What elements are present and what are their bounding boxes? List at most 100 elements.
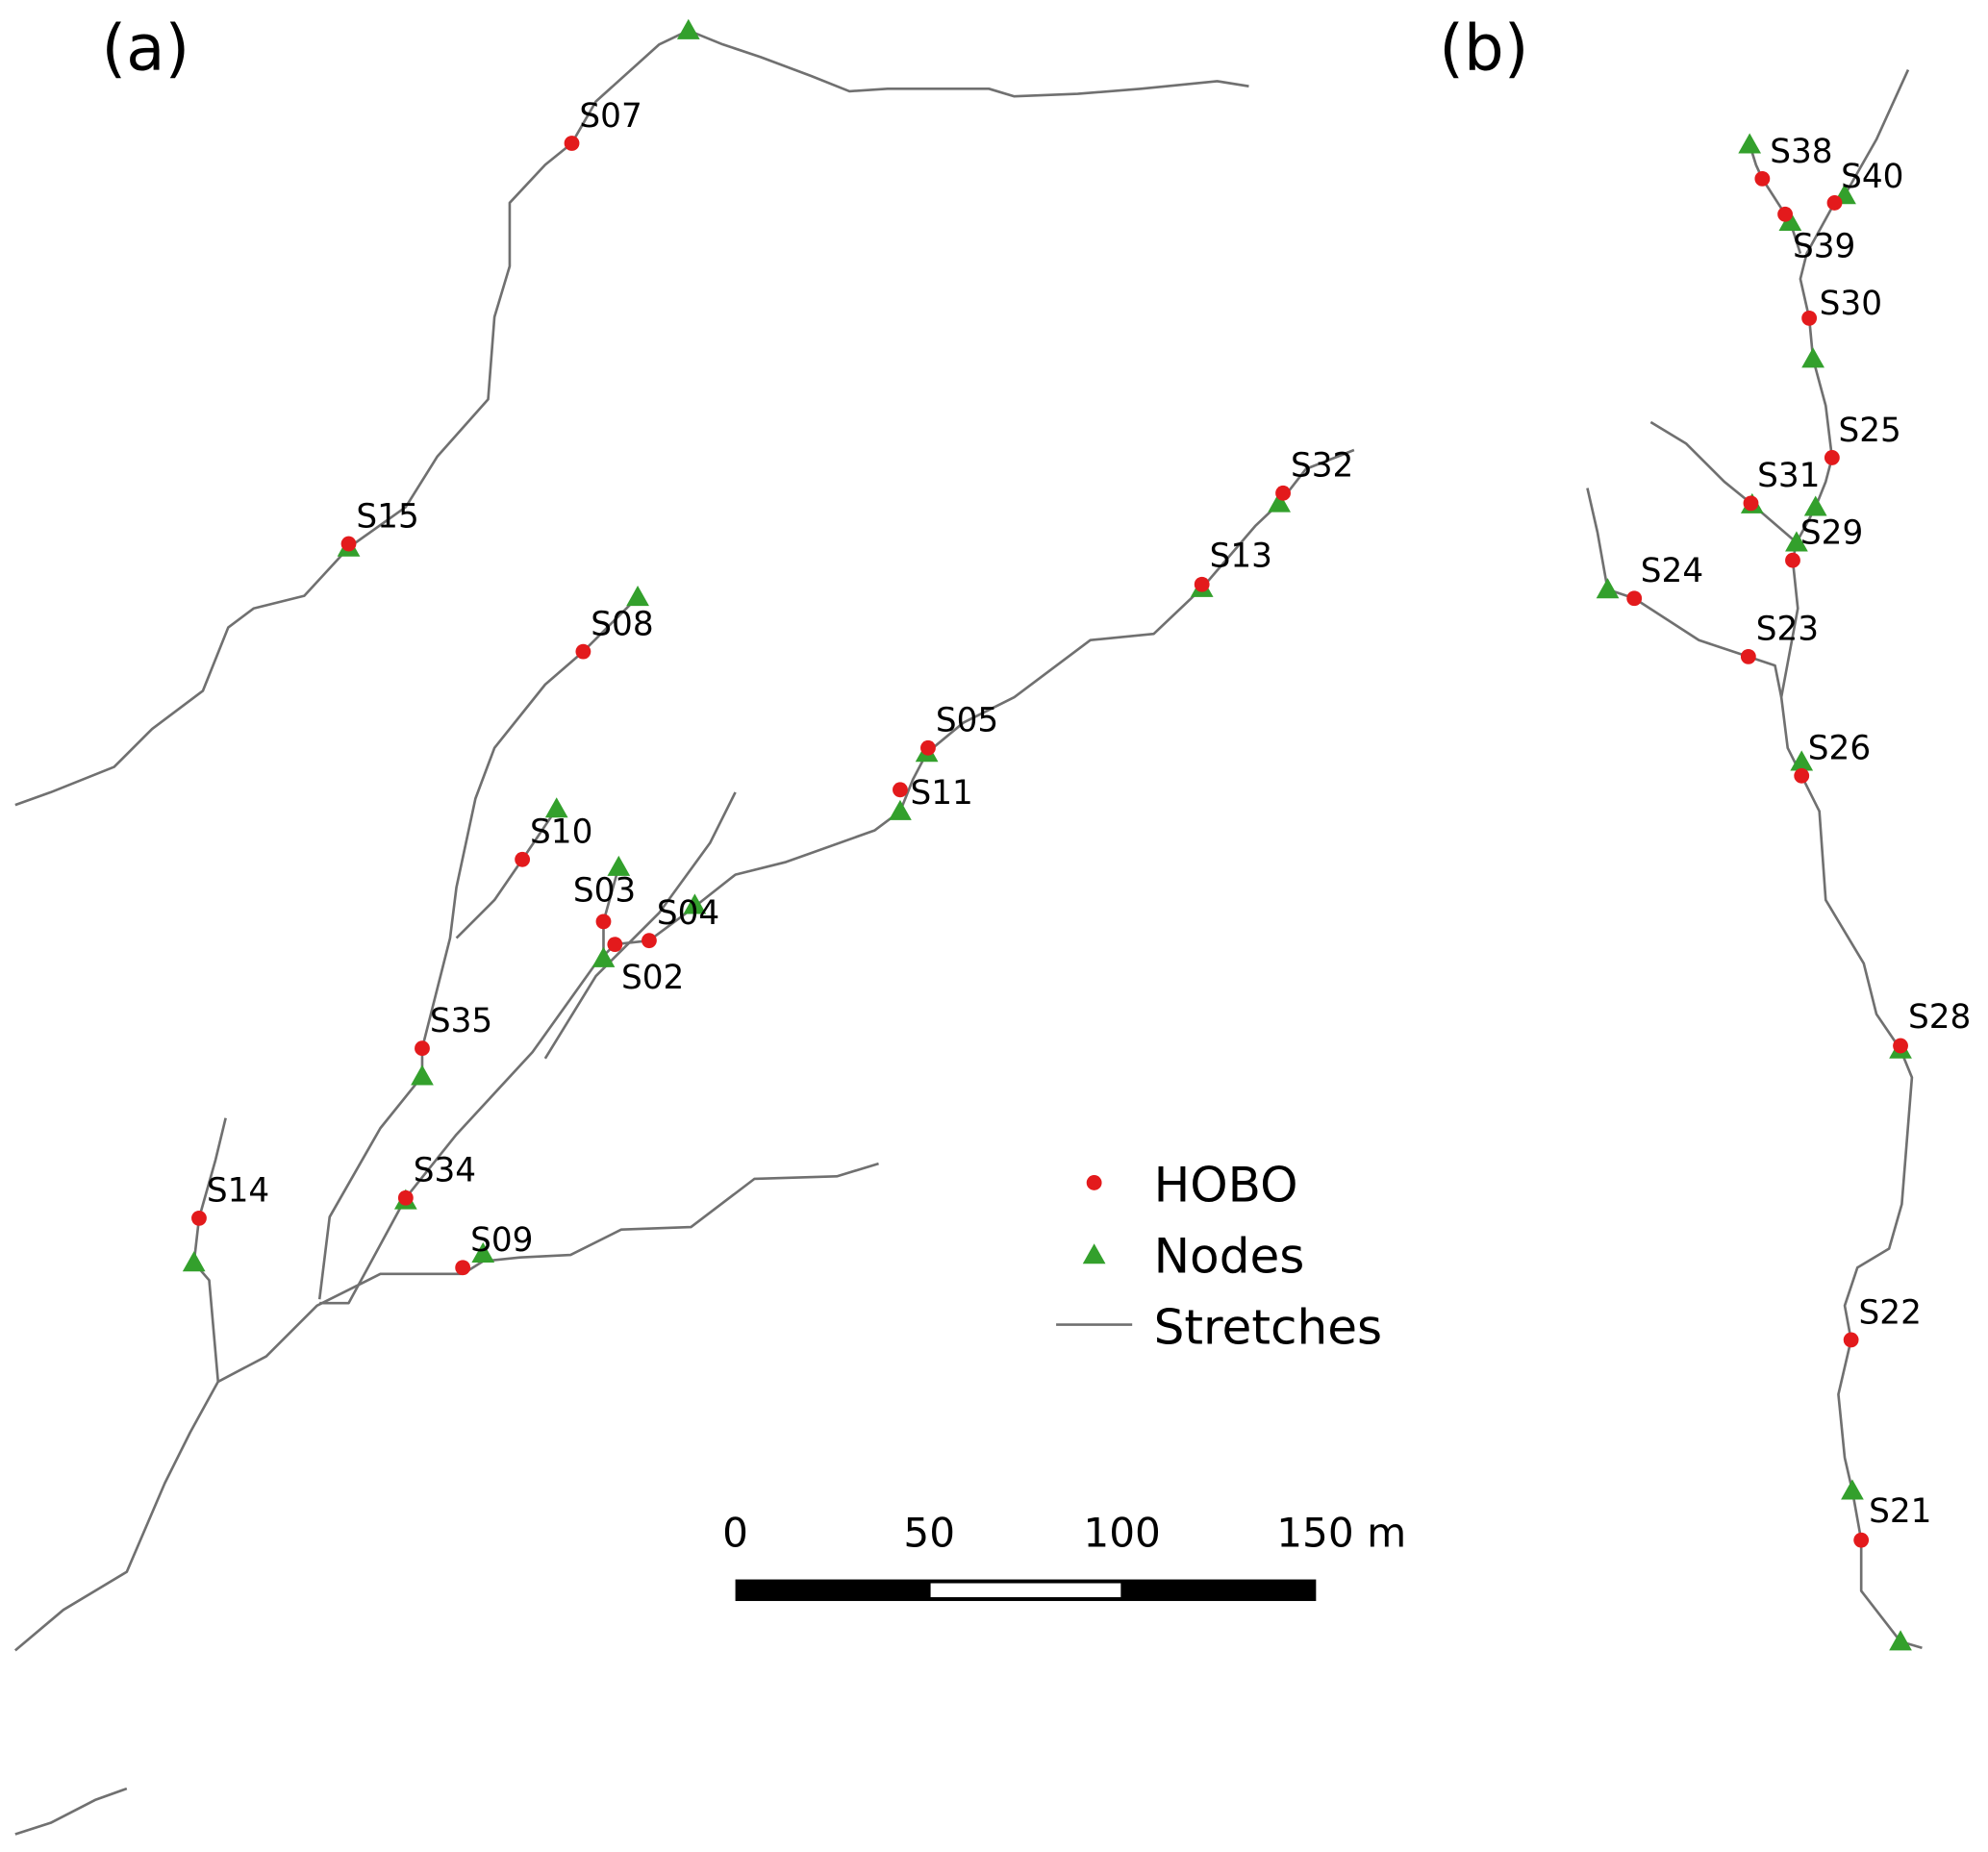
station-label-s34: S34 <box>414 1152 476 1190</box>
node-triangle-icon <box>1889 1630 1912 1651</box>
hobo-point-s28 <box>1893 1038 1908 1054</box>
station-label-s13: S13 <box>1210 537 1272 575</box>
station-label-s07: S07 <box>579 97 642 136</box>
hobo-point-s22 <box>1843 1332 1859 1348</box>
station-label-s31: S31 <box>1757 457 1820 495</box>
node-triangle-icon <box>607 855 631 876</box>
station-label-s02: S02 <box>621 959 684 997</box>
hobo-point-s31 <box>1743 495 1759 512</box>
stream-stretch <box>1586 488 1783 698</box>
node-triangle-icon <box>889 799 912 820</box>
node-triangle-icon <box>683 893 707 914</box>
station-label-s15: S15 <box>356 497 418 536</box>
node-triangle-icon <box>1803 495 1827 516</box>
stream-stretch <box>192 1117 227 1383</box>
node-triangle-icon <box>1738 133 1762 154</box>
station-label-s09: S09 <box>470 1221 533 1260</box>
station-label-s11: S11 <box>910 774 972 813</box>
node-triangle-icon <box>1268 491 1291 513</box>
hobo-point-s05 <box>920 739 936 756</box>
hobo-point-s40 <box>1826 195 1843 211</box>
hobo-point-s08 <box>575 643 591 660</box>
stream-stretch <box>543 791 737 1060</box>
scale-bar: 0 50 100 150 m <box>722 1509 1406 1601</box>
stream-stretch <box>319 448 1355 1305</box>
station-label-s29: S29 <box>1800 514 1863 553</box>
node-triangle-icon <box>1778 210 1802 231</box>
hobo-point-s39 <box>1777 206 1793 222</box>
node-triangle-icon <box>591 946 616 967</box>
hobo-point-s25 <box>1824 450 1840 465</box>
hobo-point-s13 <box>1194 576 1210 592</box>
station-label-s21: S21 <box>1869 1492 1931 1531</box>
panel-label-b: (b) <box>1439 12 1528 86</box>
hobo-point-s07 <box>564 136 580 151</box>
hobo-legend-icon <box>1086 1175 1102 1190</box>
station-label-s25: S25 <box>1838 412 1900 450</box>
scale-tick-150: 150 m <box>1276 1509 1406 1556</box>
station-label-s39: S39 <box>1793 228 1855 266</box>
hobo-point-s29 <box>1785 552 1800 568</box>
hobo-point-s14 <box>191 1210 207 1226</box>
station-label-s05: S05 <box>936 702 998 740</box>
node-triangle-icon <box>182 1251 206 1272</box>
hobo-point-s38 <box>1754 170 1771 187</box>
node-triangle-icon <box>411 1064 434 1086</box>
panel-label-a: (a) <box>101 12 189 86</box>
stream-stretch <box>1649 420 1798 544</box>
hobo-point-s35 <box>415 1040 430 1057</box>
hobo-point-s11 <box>893 782 908 798</box>
station-label-s40: S40 <box>1841 158 1903 196</box>
station-label-s24: S24 <box>1641 552 1703 590</box>
station-label-s10: S10 <box>530 813 592 852</box>
node-triangle-icon <box>544 797 568 818</box>
node-legend-icon <box>1082 1243 1106 1264</box>
node-triangle-icon <box>1790 750 1814 771</box>
scale-tick-0: 0 <box>722 1509 748 1556</box>
stream-stretch <box>455 808 558 939</box>
node-triangle-icon <box>626 586 649 607</box>
station-label-s26: S26 <box>1808 730 1871 768</box>
node-triangle-icon <box>1596 578 1620 599</box>
hobo-point-s03 <box>595 913 612 930</box>
legend-nodes-label: Nodes <box>1154 1229 1305 1285</box>
stream-stretch <box>13 1162 879 1652</box>
station-label-s23: S23 <box>1756 611 1819 649</box>
scale-tick-100: 100 <box>1083 1509 1161 1556</box>
stretches-layer <box>13 29 1923 1836</box>
hobo-point-s26 <box>1794 767 1810 784</box>
station-label-s38: S38 <box>1770 133 1832 171</box>
hobo-point-s30 <box>1801 310 1818 326</box>
station-label-s03: S03 <box>573 871 636 910</box>
station-label-s04: S04 <box>657 894 719 933</box>
node-triangle-icon <box>471 1241 495 1263</box>
station-label-s32: S32 <box>1291 447 1353 486</box>
hobo-layer <box>191 136 1908 1548</box>
node-triangle-icon <box>1801 347 1824 368</box>
hobo-point-s24 <box>1626 590 1643 607</box>
node-triangle-icon <box>676 18 700 39</box>
scale-bar-white-segment <box>930 1583 1121 1598</box>
station-label-s22: S22 <box>1859 1293 1922 1332</box>
legend: HOBO Nodes Stretches <box>1056 1158 1382 1355</box>
scale-tick-50: 50 <box>903 1509 955 1556</box>
hobo-point-s10 <box>515 851 531 867</box>
stream-stretch <box>317 595 640 1300</box>
node-triangle-icon <box>1785 531 1808 552</box>
station-label-s14: S14 <box>207 1172 269 1211</box>
hobo-point-s15 <box>340 536 357 552</box>
hobo-point-s09 <box>455 1260 471 1276</box>
station-label-s28: S28 <box>1908 998 1971 1037</box>
station-labels: S07S15S08S10S03S02S04S05S11S13S32S35S34S… <box>207 97 1971 1531</box>
legend-hobo-label: HOBO <box>1154 1158 1298 1214</box>
nodes-layer <box>182 18 1912 1651</box>
station-label-s30: S30 <box>1820 285 1882 323</box>
hobo-point-s02 <box>607 937 623 953</box>
stream-stretch <box>14 1787 128 1836</box>
stream-stretch <box>14 29 1249 807</box>
hobo-point-s21 <box>1853 1532 1870 1548</box>
hobo-point-s23 <box>1740 648 1756 664</box>
hobo-point-s32 <box>1275 485 1291 501</box>
node-triangle-icon <box>1841 1479 1864 1500</box>
